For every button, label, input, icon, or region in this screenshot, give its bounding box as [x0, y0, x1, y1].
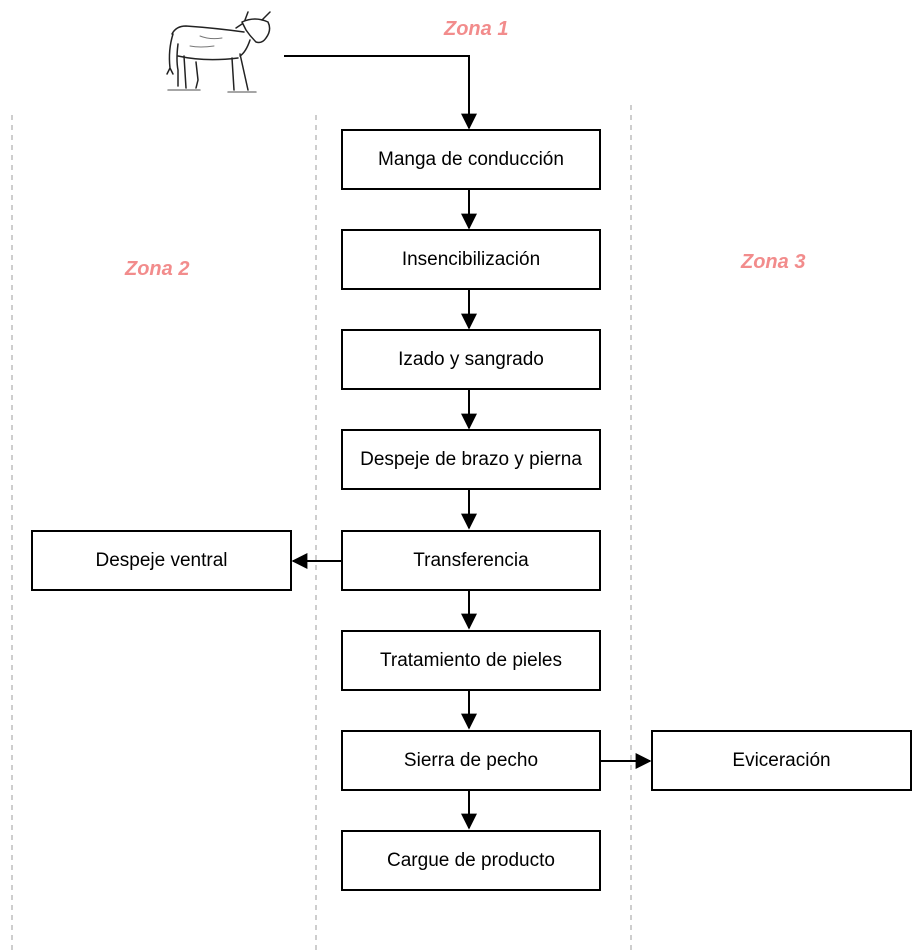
step-cargue-de-producto: Cargue de producto	[341, 830, 601, 891]
connector-cow-to-manga	[284, 55, 477, 130]
zone-3-label: Zona 3	[741, 251, 806, 273]
step-tratamiento-de-pieles: Tratamiento de pieles	[341, 630, 601, 691]
step-insensibilizacion: Insencibilización	[341, 229, 601, 290]
step-despeje-ventral: Despeje ventral	[31, 530, 292, 591]
step-izado-y-sangrado: Izado y sangrado	[341, 329, 601, 390]
cow-icon	[166, 11, 271, 93]
step-transferencia: Transferencia	[341, 530, 601, 591]
step-sierra-de-pecho: Sierra de pecho	[341, 730, 601, 791]
step-eviceracion: Eviceración	[651, 730, 912, 791]
step-manga-de-conduccion: Manga de conducción	[341, 129, 601, 190]
zone-1-label: Zona 1	[444, 18, 509, 40]
zone-2-label: Zona 2	[125, 258, 190, 280]
step-despeje-de-brazo-y-pierna: Despeje de brazo y pierna	[341, 429, 601, 490]
